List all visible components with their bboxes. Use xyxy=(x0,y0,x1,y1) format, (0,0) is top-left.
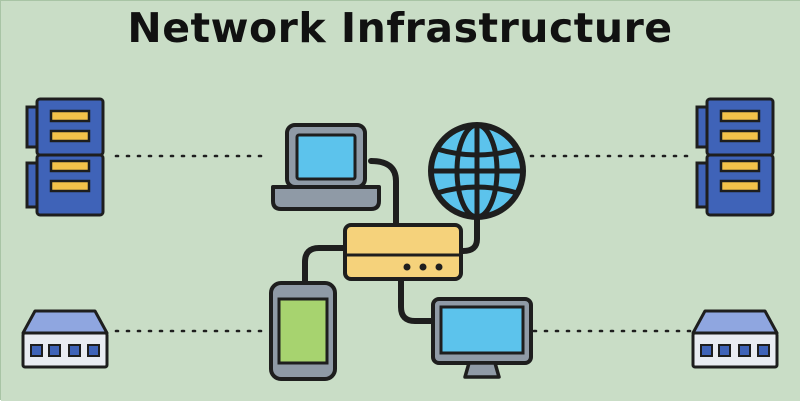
network-switch-icon xyxy=(691,309,779,369)
globe-icon xyxy=(428,122,526,220)
cables xyxy=(302,158,480,324)
server-rack-icon xyxy=(695,97,775,217)
laptop-icon xyxy=(271,123,381,211)
cable-laptop-router xyxy=(368,158,399,226)
server-rack-icon xyxy=(25,97,105,217)
cable-globe-router xyxy=(460,213,480,254)
page-title: Network Infrastructure xyxy=(127,4,673,52)
cable-router-phone xyxy=(302,245,350,286)
router-icon xyxy=(343,223,463,281)
network-switch-icon xyxy=(21,309,109,369)
dotted-links xyxy=(114,154,693,333)
desktop-monitor-icon xyxy=(431,297,533,379)
smartphone-icon xyxy=(269,281,337,381)
cable-router-monitor xyxy=(398,274,436,324)
